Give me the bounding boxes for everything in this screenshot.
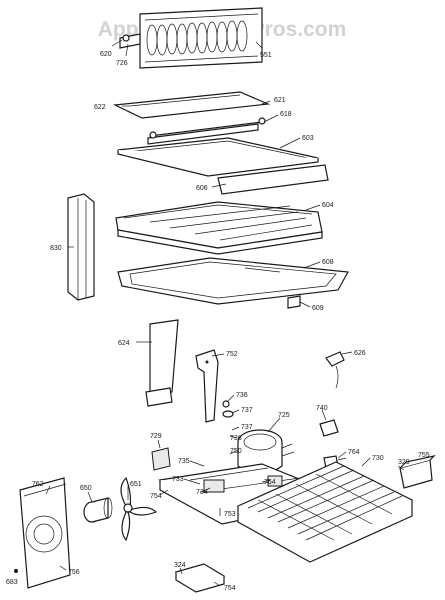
grommet-737 (222, 410, 234, 418)
heater-rod (147, 117, 266, 145)
label-608: 608 (322, 259, 334, 266)
label-740: 740 (316, 405, 328, 412)
label-683: 683 (6, 579, 18, 586)
part-620-clip (122, 34, 130, 42)
start-relay (319, 419, 339, 437)
label-618: 618 (280, 111, 292, 118)
label-726: 726 (116, 60, 128, 67)
drip-pan (117, 257, 349, 305)
drain-trough (112, 91, 271, 119)
condenser-coil (236, 461, 414, 563)
drain-fitting (287, 295, 301, 309)
label-624: 624 (118, 340, 130, 347)
label-754-bottom: 754 (224, 585, 236, 592)
label-324: 324 (174, 562, 186, 569)
part-labels: 620 726 551 622 621 618 603 606 604 830 … (6, 51, 430, 592)
label-756: 756 (68, 569, 80, 576)
label-609: 609 (312, 305, 324, 312)
leader-lines (45, 39, 405, 587)
label-603: 603 (302, 135, 314, 142)
label-725: 725 (278, 412, 290, 419)
label-755: 755 (418, 452, 430, 459)
screw (14, 569, 18, 573)
fan-motor (83, 497, 113, 523)
label-729: 729 (150, 433, 162, 440)
label-737-mid: 737 (241, 424, 253, 431)
label-620: 620 (100, 51, 112, 58)
label-764-left: 764 (264, 479, 276, 486)
label-626: 626 (354, 350, 366, 357)
label-604: 604 (322, 202, 334, 209)
label-753: 753 (224, 511, 236, 518)
overload-protector (151, 447, 171, 471)
label-730: 730 (372, 455, 384, 462)
rear-bracket (195, 349, 219, 423)
evaporator-coil (119, 7, 263, 69)
grommet-736 (222, 400, 230, 408)
side-rail (67, 193, 95, 301)
label-754-mid: 754 (150, 493, 162, 500)
label-762: 762 (32, 481, 44, 488)
label-750: 750 (230, 448, 242, 455)
label-764-right: 764 (348, 449, 360, 456)
label-733: 733 (172, 476, 184, 483)
front-rail (217, 164, 329, 195)
label-651: 651 (130, 481, 142, 488)
label-621: 621 (274, 97, 286, 104)
label-752: 752 (226, 351, 238, 358)
label-622: 622 (94, 104, 106, 111)
label-736-mid: 736 (230, 435, 242, 442)
fan-shroud (19, 477, 71, 589)
mounting-bracket (145, 319, 179, 407)
evaporator-shelf (117, 137, 319, 177)
label-650: 650 (80, 485, 92, 492)
label-551: 551 (260, 52, 272, 59)
thermostat-probe (325, 351, 345, 389)
label-329: 329 (398, 459, 410, 466)
label-606: 606 (196, 185, 208, 192)
label-736-top: 736 (236, 392, 248, 399)
label-735: 735 (178, 458, 190, 465)
label-830: 830 (50, 245, 62, 252)
label-734: 734 (196, 489, 208, 496)
label-737-top: 737 (241, 407, 253, 414)
freezer-tray (115, 201, 323, 255)
